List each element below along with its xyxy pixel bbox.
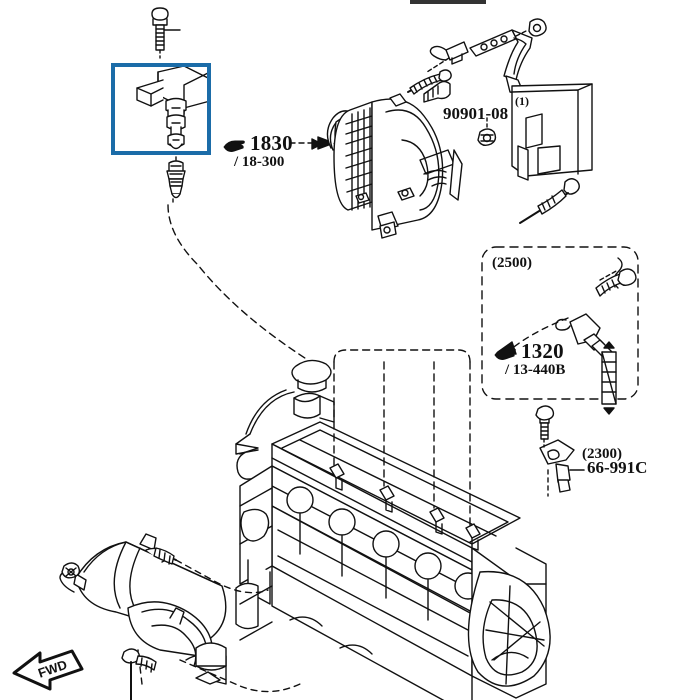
part-label-66991c: 66-991C xyxy=(587,458,648,477)
coil-guide-lines xyxy=(333,349,471,529)
fwd-arrow: FWD xyxy=(10,645,100,695)
starter-bolt-b xyxy=(121,648,157,700)
engine-mount xyxy=(195,642,227,671)
callout-1320-number: 1320 xyxy=(521,339,564,363)
callout-1830-reference: / 18-300 xyxy=(234,154,285,170)
crank-position-sensor xyxy=(497,268,637,359)
ignition-coil xyxy=(136,65,211,150)
pointing-hand-icon xyxy=(223,140,245,152)
mounting-bolt-top xyxy=(151,7,181,59)
ground-strap xyxy=(539,439,585,497)
wiring-bracket xyxy=(423,18,547,103)
callout-1830-number: 1830 xyxy=(250,131,293,155)
spark-plug xyxy=(166,156,186,206)
part-label-90901-text: 90901-08 xyxy=(443,104,509,123)
strap-bolt xyxy=(535,405,555,448)
engine-block xyxy=(235,359,551,700)
harness-nut xyxy=(477,117,497,147)
pointing-hand-icon xyxy=(494,348,516,360)
callout-1320-reference: / 13-440B xyxy=(505,362,566,378)
fwd-arrow-shape: FWD xyxy=(12,649,84,691)
cover-bolt xyxy=(519,178,580,224)
cropped-top-bar xyxy=(410,0,486,4)
group-label-2500: (2500) xyxy=(492,255,532,271)
highlight-box[interactable] xyxy=(111,63,211,155)
alternator-arrow xyxy=(311,138,323,150)
alternator xyxy=(326,69,463,239)
coil-leader-line xyxy=(167,204,309,361)
group-label-2300: (2300) xyxy=(582,446,622,462)
ecu-cover xyxy=(511,83,593,181)
dowel-pin xyxy=(601,341,617,415)
part-label-90901-superscript: (1) xyxy=(515,94,529,108)
starter-motor xyxy=(59,533,227,685)
